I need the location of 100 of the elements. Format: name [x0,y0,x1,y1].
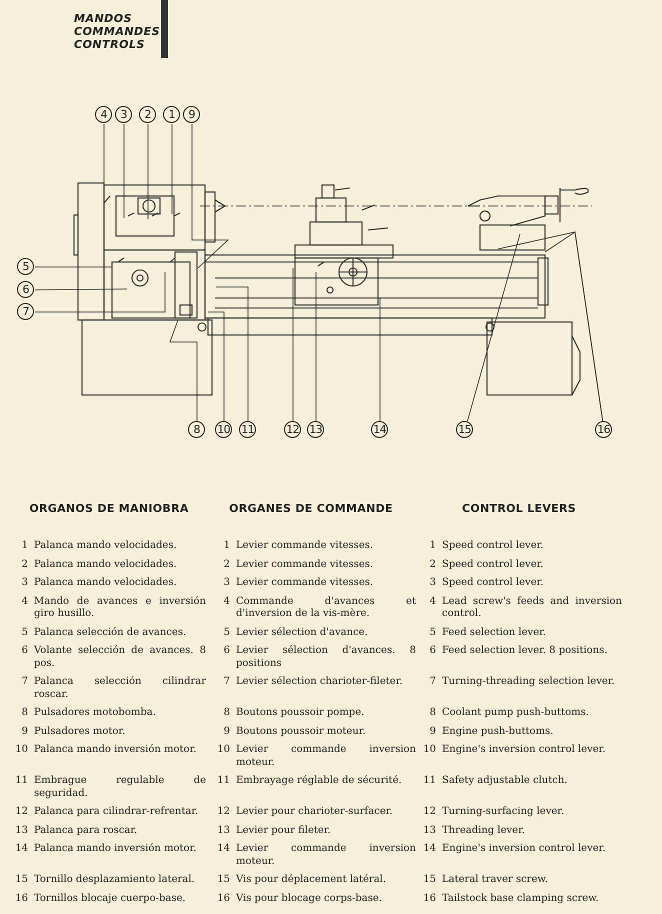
callout-number: 3 [115,106,132,124]
item-number: 6 [428,645,437,658]
item-description: Vis pour déplacement latéral. [236,874,388,886]
callout-number: 11 [239,421,256,438]
item-number: 3 [428,577,437,590]
item-number: 16 [422,892,437,905]
item-number: 14 [216,843,231,856]
item-description: Palanca mando velocidades. [34,558,178,571]
item-number: 15 [422,874,437,886]
item-description: Levier commande inversion moteur. [236,843,416,868]
item-description: Palanca selección de avances. [34,626,188,639]
leader-line [467,234,520,422]
callout-number: 13 [307,421,324,438]
item-number: 9 [428,726,437,738]
item-description: Speed control lever. [442,540,544,552]
item-number: 13 [14,824,29,837]
item-number: 11 [14,775,29,788]
callout-number: 1 [163,106,180,124]
leader-line [292,268,294,422]
heading: MANDOS COMMANDES CONTROLS [74,12,160,51]
item-number: 4 [428,596,437,608]
item-number: 1 [20,540,29,552]
item-number: 8 [428,707,437,720]
item-number: 5 [222,626,231,639]
item-number: 10 [216,744,231,757]
item-number: 15 [216,874,231,886]
column-heading: CONTROL LEVERS [461,502,577,516]
item-number: 3 [20,577,29,590]
item-description: Coolant pump push-buttoms. [442,707,590,720]
callout-number: 16 [595,421,612,438]
item-description: Safety adjustable clutch. [442,775,568,788]
item-number: 2 [428,558,437,571]
callout-number: 12 [284,421,302,438]
item-description: Pulsadores motor. [34,726,126,738]
item-number: 16 [14,892,29,905]
item-description: Vis pour blocage corps-base. [236,892,383,905]
item-description: Palanca para cilindrar-refrentar. [34,806,200,818]
item-number: 2 [20,558,29,571]
item-description: Palanca mando inversión motor. [34,744,198,757]
item-description: Levier sélection d'avances. 8 positions [236,645,416,670]
item-number: 8 [222,707,231,720]
leader-line [192,124,230,268]
item-number: 11 [422,775,437,788]
item-description: Embrayage réglable de sécurité. [236,775,403,788]
item-number: 14 [422,843,437,856]
item-description: Speed control lever. [442,558,544,571]
callout-number: 2 [139,106,156,124]
leader-line [34,266,112,268]
item-description: Levier sélection charioter-fileter. [236,676,404,689]
item-description: Volante selección de avances. 8 pos. [34,645,206,670]
item-description: Boutons poussoir pompe. [236,707,366,720]
item-description: Palanca mando velocidades. [34,577,178,590]
column-heading: ORGANES DE COMMANDE [228,502,394,516]
item-description: Engine's inversion control lever. [442,843,607,856]
item-number: 4 [20,596,29,608]
item-number: 9 [222,726,231,738]
item-number: 5 [428,626,437,639]
item-number: 12 [422,806,437,818]
leader-line [34,272,166,312]
item-description: Levier commande inversion moteur. [236,744,416,769]
item-number: 10 [14,744,29,757]
item-description: Engine push-buttoms. [442,726,554,738]
item-description: Levier pour charioter-surfacer. [236,806,394,818]
item-description: Mando de avances e inversión giro husillo. [34,596,206,620]
item-number: 10 [422,744,437,757]
item-number: 4 [222,596,231,608]
leader-line [544,231,604,422]
column-heading: ORGANOS DE MANIOBRA [28,502,190,516]
leader-line [208,312,224,422]
item-number: 8 [20,707,29,720]
leader-line [34,288,128,290]
item-number: 7 [222,676,231,689]
item-description: Palanca para roscar. [34,824,138,837]
callout-number: 8 [188,421,206,438]
callout-number: 10 [215,421,232,438]
leader-line [216,286,248,422]
item-description: Palanca mando velocidades. [34,540,178,552]
callout-number: 15 [456,421,474,438]
item-description: Speed control lever. [442,577,544,590]
item-number: 6 [20,645,29,658]
item-description: Levier commande vitesses. [236,577,374,590]
item-description: Levier sélection d'avance. [236,626,369,639]
item-number: 12 [216,806,231,818]
item-number: 3 [222,577,231,590]
callout-number: 14 [371,421,388,438]
item-number: 11 [216,775,231,788]
callout-number: 5 [17,258,34,276]
item-number: 5 [20,626,29,639]
item-number: 13 [422,824,437,837]
item-description: Boutons poussoir moteur. [236,726,367,738]
item-description: Embrague regulable de seguridad. [34,775,206,800]
item-description: Tailstock base clamping screw. [442,892,600,905]
item-description: Palanca mando inversión motor. [34,843,198,856]
item-number: 1 [428,540,437,552]
callout-number: 6 [17,281,34,298]
item-number: 2 [222,558,231,571]
item-number: 1 [222,540,231,552]
item-number: 9 [20,726,29,738]
item-description: Levier commande vitesses. [236,558,374,571]
callout-number: 4 [95,106,112,124]
